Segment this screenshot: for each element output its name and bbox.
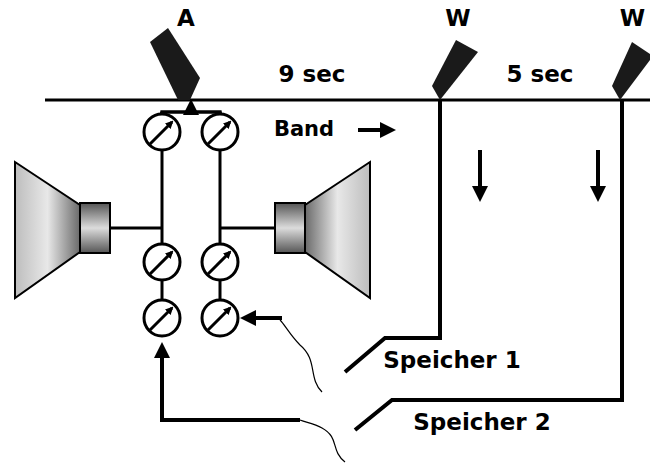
loudspeaker xyxy=(15,162,80,298)
wiper-arrow xyxy=(150,308,172,330)
memory-line xyxy=(355,100,622,430)
delay-time: 5 sec xyxy=(505,62,576,87)
direction-arrow xyxy=(358,128,392,132)
wiper-arrow xyxy=(208,122,230,144)
loudspeaker xyxy=(305,162,370,298)
potentiometer xyxy=(202,300,238,336)
record-head xyxy=(612,42,650,100)
potentiometer xyxy=(202,114,238,150)
potentiometer xyxy=(144,244,180,280)
wiper-arrow xyxy=(150,252,172,274)
delay-time: 9 sec xyxy=(277,62,348,87)
tape-label: Band xyxy=(272,118,336,141)
feedback-arrow xyxy=(162,346,300,420)
feedback-arrow xyxy=(244,316,282,320)
wiper-arrow xyxy=(208,308,230,330)
potentiometer xyxy=(144,114,180,150)
memory-label: Speicher 1 xyxy=(381,348,522,373)
thin-wire xyxy=(280,320,322,392)
flow-arrow xyxy=(596,150,600,198)
flow-arrow xyxy=(478,150,482,198)
wiring xyxy=(110,112,275,300)
speaker-magnet xyxy=(80,203,110,253)
head-letter: W xyxy=(618,6,647,31)
memory-line xyxy=(345,100,440,372)
potentiometer-group xyxy=(144,112,238,336)
wiper-arrow xyxy=(208,252,230,274)
head-letter: A xyxy=(175,6,197,31)
play-head xyxy=(150,28,200,100)
head-letter: W xyxy=(443,6,472,31)
wiper-arrow xyxy=(150,122,172,144)
record-head xyxy=(432,40,478,100)
potentiometer xyxy=(202,244,238,280)
memory-label: Speicher 2 xyxy=(411,410,552,435)
thin-wire xyxy=(300,420,345,462)
potentiometer xyxy=(144,300,180,336)
speaker-magnet xyxy=(275,203,305,253)
signal-arrow xyxy=(189,103,193,112)
tape-line xyxy=(45,99,650,102)
